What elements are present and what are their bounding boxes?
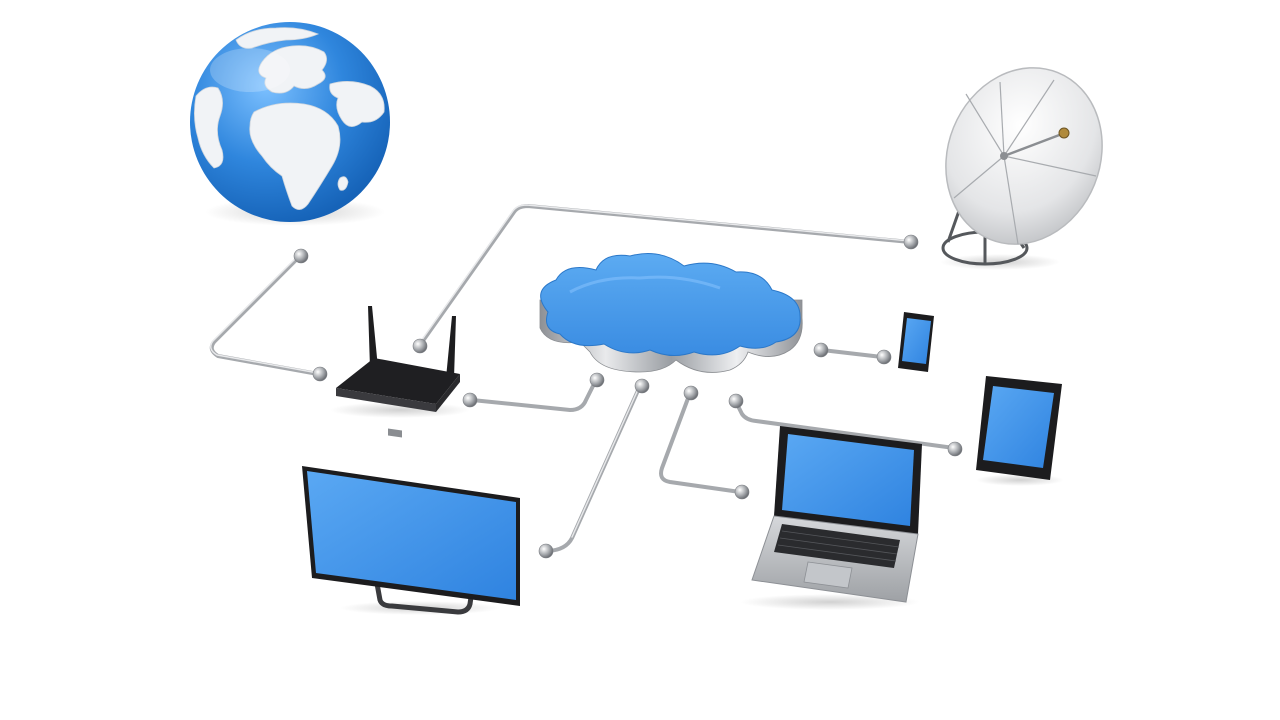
router-antenna-right — [446, 316, 456, 378]
laptop-icon — [740, 426, 922, 610]
dish-hub — [1000, 152, 1008, 160]
ball-cloud-3 — [684, 386, 698, 400]
laptop-screen — [782, 434, 914, 526]
wire-highlight-1 — [211, 255, 318, 373]
ball-globe — [294, 249, 308, 263]
ball-cloud-1 — [590, 373, 604, 387]
tablet-screen — [983, 386, 1054, 468]
wire-cloud-phone — [822, 350, 882, 357]
globe-highlight — [210, 48, 290, 92]
ball-phone — [877, 350, 891, 364]
phone-screen — [902, 318, 931, 364]
wire-cloud-laptop — [661, 393, 740, 492]
ball-router-right — [463, 393, 477, 407]
ball-router-left — [313, 367, 327, 381]
ball-tablet — [948, 442, 962, 456]
ball-satellite — [904, 235, 918, 249]
router-label — [388, 429, 402, 438]
ball-monitor — [539, 544, 553, 558]
tablet-icon — [976, 376, 1064, 486]
wire-router-cloud — [472, 380, 596, 410]
globe-icon — [190, 22, 390, 226]
ball-cloud-right — [814, 343, 828, 357]
smartphone-icon — [898, 312, 934, 372]
ball-router-top — [413, 339, 427, 353]
ball-laptop — [735, 485, 749, 499]
dish-feed-horn — [1059, 128, 1069, 138]
cloud-icon — [540, 254, 802, 373]
wifi-router-icon — [330, 306, 470, 437]
monitor-icon — [302, 466, 520, 615]
satellite-dish-icon — [920, 44, 1128, 270]
ball-cloud-2 — [635, 379, 649, 393]
ball-cloud-4 — [729, 394, 743, 408]
cloud-top — [541, 254, 801, 356]
